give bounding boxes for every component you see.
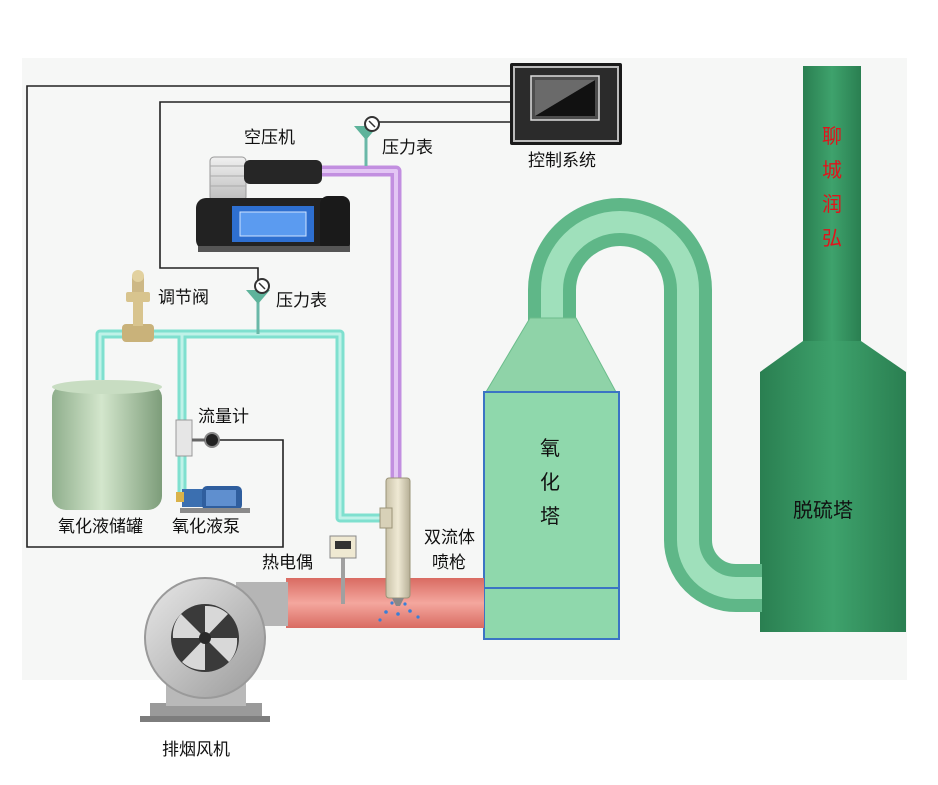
pressure-gauge-top-label: 压力表 [382, 138, 433, 158]
control-system-cabinet [510, 63, 622, 145]
desulfurization-tower-label: 脱硫塔 [793, 498, 853, 522]
air-pipe [322, 165, 402, 486]
twin-fluid-nozzle [378, 477, 420, 622]
exhaust-fan-label: 排烟风机 [162, 740, 230, 760]
oxidation-tower-char: 塔 [540, 504, 560, 528]
oxidant-pump [176, 486, 250, 513]
desulfurization-tower [760, 66, 906, 632]
brand-label: 聊 城 润 弘 [822, 126, 842, 262]
oxidation-tower-char: 化 [540, 470, 560, 494]
oxidation-tower-label: 氧 化 塔 [540, 438, 560, 540]
brand-char: 聊 [822, 124, 842, 148]
regulating-valve [122, 270, 154, 342]
oxidation-tower-char: 氧 [540, 436, 560, 460]
pressure-gauge-top [354, 116, 380, 166]
thermocouple [329, 535, 357, 604]
signal-wires [26, 85, 510, 548]
oxidation-tower [483, 317, 620, 640]
exhaust-fan [140, 577, 270, 722]
storage-tank [52, 380, 162, 510]
regulating-valve-label: 调节阀 [158, 288, 209, 308]
nozzle-label-line2: 喷枪 [432, 553, 466, 573]
flow-meter-label: 流量计 [198, 407, 249, 427]
oxidant-pump-label: 氧化液泵 [172, 517, 240, 537]
flue-pipe-green [528, 198, 762, 612]
control-system-label: 控制系统 [528, 151, 596, 171]
storage-tank-label: 氧化液储罐 [58, 517, 143, 537]
air-compressor-label: 空压机 [244, 128, 295, 148]
pressure-gauge-mid-label: 压力表 [276, 291, 327, 311]
flow-meter [175, 419, 220, 457]
flue-duct [236, 578, 484, 628]
air-compressor [196, 156, 350, 252]
brand-char: 城 [822, 158, 842, 182]
brand-char: 弘 [822, 226, 842, 250]
thermocouple-label: 热电偶 [262, 553, 313, 573]
brand-char: 润 [822, 192, 842, 216]
nozzle-label-line1: 双流体 [424, 528, 475, 548]
pressure-gauge-mid [246, 278, 270, 334]
